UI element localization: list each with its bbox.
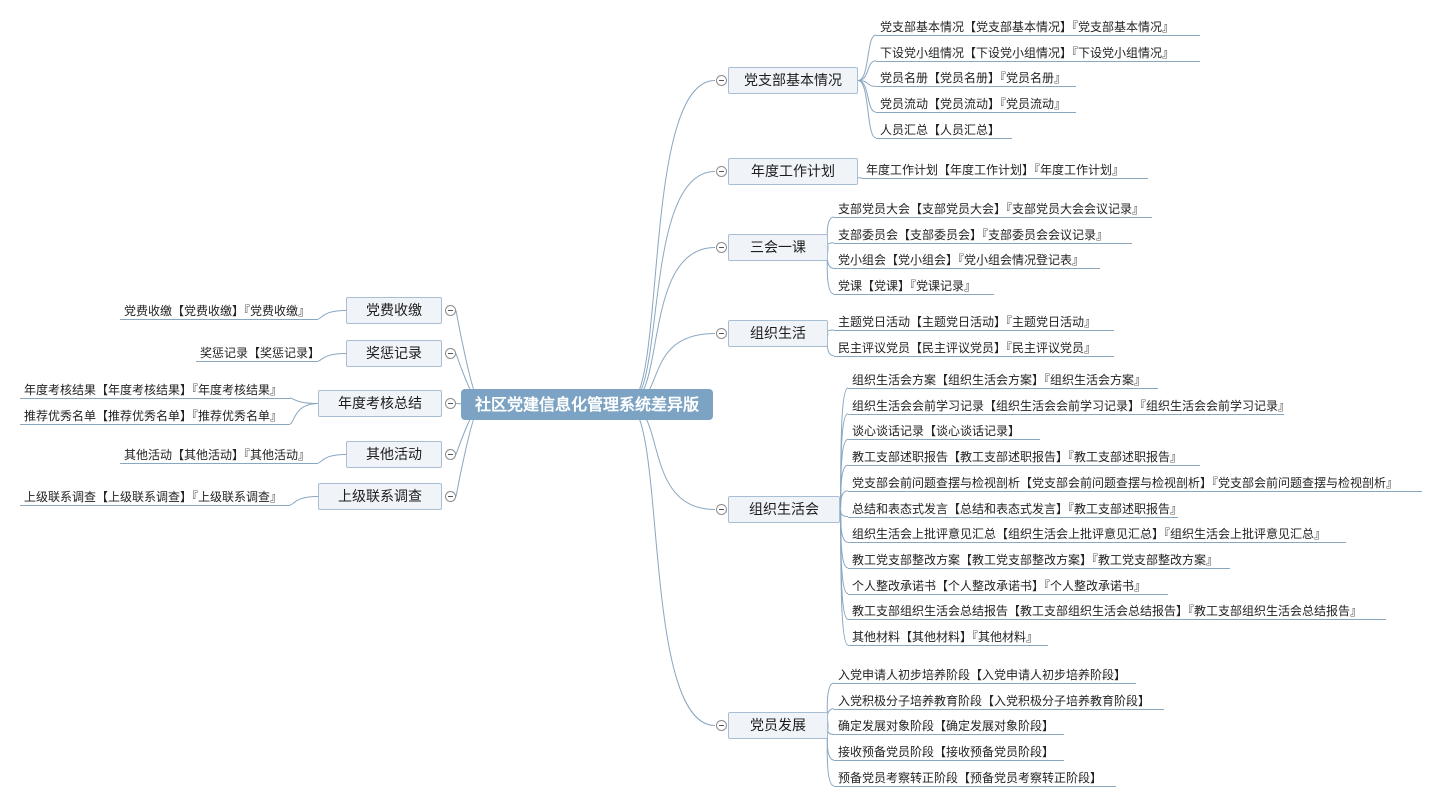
connector-root-1 (626, 171, 716, 405)
connector-leaf (839, 413, 849, 510)
connector-leaf (289, 496, 319, 506)
subtopic-item[interactable]: 奖惩记录【奖惩记录】 (196, 344, 320, 362)
connector-leaf (857, 34, 877, 81)
subtopic-item[interactable]: 接收预备党员阶段【接收预备党员阶段】 (834, 743, 1064, 762)
connector-leaf (839, 387, 849, 510)
connector-leaf (826, 708, 835, 726)
branch-topic-0[interactable]: 党支部基本情况 (728, 67, 858, 94)
connector-leaf (289, 397, 319, 404)
collapse-toggle-icon[interactable] (715, 166, 727, 177)
subtopic-item[interactable]: 预备党员考察转正阶段【预备党员考察转正阶段】 (834, 769, 1116, 787)
branch-topic-left-0[interactable]: 党费收缴 (346, 297, 442, 324)
subtopic-item[interactable]: 党支部会前问题查摆与检视剖析【党支部会前问题查摆与检视剖析】『党支部会前问题查摆… (848, 474, 1422, 492)
subtopic-item[interactable]: 党费收缴【党费收缴】『党费收缴』 (120, 302, 318, 320)
connector-leaf (839, 509, 849, 569)
branch-topic-left-4[interactable]: 上级联系调查 (318, 483, 442, 510)
connector-leaf (289, 403, 319, 425)
connector-leaf (839, 509, 849, 620)
connector-leaf (839, 509, 849, 595)
collapse-toggle-icon[interactable] (444, 449, 456, 460)
branch-topic-5[interactable]: 党员发展 (728, 712, 828, 739)
branch-topic-left-1[interactable]: 奖惩记录 (346, 340, 442, 367)
subtopic-item[interactable]: 谈心谈话记录【谈心谈话记录】 (848, 422, 1040, 441)
connector-leaf (857, 60, 877, 81)
subtopic-item[interactable]: 总结和表态式发言【总结和表态式发言】『教工支部述职报告』 (848, 500, 1182, 518)
connector-leaf (839, 509, 849, 517)
subtopic-item[interactable]: 主题党日活动【主题党日活动】『主题党日活动』 (834, 313, 1114, 331)
subtopic-item[interactable]: 教工党支部整改方案【教工党支部整改方案】『教工党支部整改方案』 (848, 551, 1230, 569)
connector-leaf (826, 682, 835, 726)
subtopic-item[interactable]: 支部党员大会【支部党员大会】『支部党员大会会议记录』 (834, 200, 1152, 218)
subtopic-item[interactable]: 党课【党课】『党课记录』 (834, 277, 994, 296)
connector-leaf (826, 333, 835, 357)
subtopic-item[interactable]: 下设党小组情况【下设党小组情况】『下设党小组情况』 (876, 44, 1200, 62)
connector-leaf (857, 80, 877, 87)
connector-leaf (826, 247, 835, 295)
connector-leaf (857, 80, 877, 139)
subtopic-item[interactable]: 年度工作计划【年度工作计划】『年度工作计划』 (862, 161, 1148, 179)
branch-topic-left-3[interactable]: 其他活动 (346, 441, 442, 468)
connector-leaf (826, 329, 835, 334)
branch-topic-1[interactable]: 年度工作计划 (728, 158, 858, 185)
connector-root-5 (626, 404, 716, 726)
collapse-toggle-icon[interactable] (715, 328, 727, 339)
subtopic-item[interactable]: 入党申请人初步培养阶段【入党申请人初步培养阶段】 (834, 666, 1136, 684)
collapse-toggle-icon[interactable] (444, 305, 456, 316)
branch-topic-2[interactable]: 三会一课 (728, 234, 828, 261)
subtopic-item[interactable]: 党支部基本情况【党支部基本情况】『党支部基本情况』 (876, 18, 1200, 36)
subtopic-item[interactable]: 其他材料【其他材料】『其他材料』 (848, 628, 1048, 646)
collapse-toggle-icon[interactable] (444, 398, 456, 409)
connector-leaf (826, 247, 835, 269)
collapse-toggle-icon[interactable] (444, 491, 456, 502)
connector-leaf (839, 509, 849, 543)
connector-leaf (317, 353, 347, 362)
subtopic-item[interactable]: 组织生活会上批评意见汇总【组织生活会上批评意见汇总】『组织生活会上批评意见汇总』 (848, 525, 1346, 544)
subtopic-item[interactable]: 个人整改承诺书【个人整改承诺书】『个人整改承诺书』 (848, 577, 1168, 595)
connector-leaf (826, 725, 835, 761)
connector-leaf (857, 80, 877, 113)
connector-leaf (317, 454, 347, 464)
subtopic-item[interactable]: 支部委员会【支部委员会】『支部委员会会议记录』 (834, 226, 1132, 244)
branch-topic-4[interactable]: 组织生活会 (728, 496, 840, 523)
subtopic-item[interactable]: 党员名册【党员名册】『党员名册』 (876, 69, 1076, 88)
subtopic-item[interactable]: 年度考核结果【年度考核结果】『年度考核结果』 (20, 381, 290, 399)
subtopic-item[interactable]: 民主评议党员【民主评议党员】『民主评议党员』 (834, 339, 1114, 357)
connector-root-2 (626, 247, 716, 405)
subtopic-item[interactable]: 人员汇总【人员汇总】 (876, 121, 1012, 139)
collapse-toggle-icon[interactable] (444, 348, 456, 359)
subtopic-item[interactable]: 党小组会【党小组会】『党小组会情况登记表』 (834, 251, 1100, 270)
collapse-toggle-icon[interactable] (715, 720, 727, 731)
branch-topic-3[interactable]: 组织生活 (728, 320, 828, 347)
subtopic-item[interactable]: 上级联系调查【上级联系调查】『上级联系调查』 (20, 488, 290, 506)
connector-leaf (839, 490, 849, 510)
connector-leaf (839, 438, 849, 510)
subtopic-item[interactable]: 组织生活会方案【组织生活会方案】『组织生活会方案』 (848, 371, 1158, 389)
connector-leaf (826, 216, 835, 248)
subtopic-item[interactable]: 组织生活会会前学习记录【组织生活会会前学习记录】『组织生活会会前学习记录』 (848, 397, 1290, 415)
connector-root-0 (626, 80, 716, 405)
collapse-toggle-icon[interactable] (715, 242, 727, 253)
connector-root-4 (626, 404, 716, 510)
collapse-toggle-icon[interactable] (715, 75, 727, 86)
subtopic-item[interactable]: 确定发展对象阶段【确定发展对象阶段】 (834, 717, 1064, 736)
subtopic-item[interactable]: 教工支部述职报告【教工支部述职报告】『教工支部述职报告』 (848, 448, 1200, 467)
connector-leaf (317, 310, 347, 320)
subtopic-item[interactable]: 教工支部组织生活会总结报告【教工支部组织生活会总结报告】『教工支部组织生活会总结… (848, 602, 1386, 621)
connector-leaf (839, 464, 849, 510)
subtopic-item[interactable]: 其他活动【其他活动】『其他活动』 (120, 446, 318, 464)
connector-leaf (839, 509, 849, 646)
connector-leaf (826, 725, 835, 787)
connector-leaf (826, 242, 835, 248)
subtopic-item[interactable]: 党员流动【党员流动】『党员流动』 (876, 95, 1076, 114)
connector-leaf (826, 725, 835, 735)
collapse-toggle-icon[interactable] (715, 504, 727, 515)
root-topic[interactable]: 社区党建信息化管理系统差异版 (461, 389, 713, 420)
subtopic-item[interactable]: 推荐优秀名单【推荐优秀名单】『推荐优秀名单』 (20, 407, 290, 425)
subtopic-item[interactable]: 入党积极分子培养教育阶段【入党积极分子培养教育阶段】 (834, 692, 1164, 710)
branch-topic-left-2[interactable]: 年度考核总结 (318, 390, 442, 417)
